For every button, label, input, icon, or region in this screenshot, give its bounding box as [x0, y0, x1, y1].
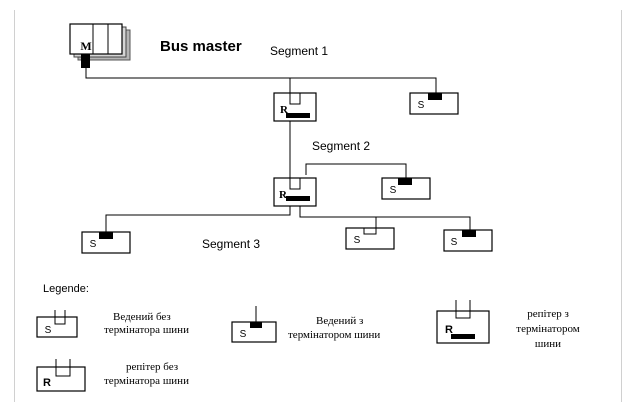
slave-letter: S — [90, 239, 97, 250]
repeater-1: R — [273, 92, 317, 122]
legend-label-3-line2: термінатором — [516, 323, 579, 335]
master-box — [69, 23, 123, 55]
svg-text:S: S — [240, 329, 247, 340]
segment-2-label: Segment 2 — [312, 139, 370, 153]
legend-label-2-line2: термінатором шини — [288, 329, 380, 341]
segment-1-bus — [85, 68, 437, 100]
figure-frame — [14, 10, 622, 402]
repeater-1-terminator — [286, 113, 310, 118]
legend-label-4-line2: термінатора шини — [104, 375, 189, 387]
legend-repeater-no-terminator: R — [36, 359, 86, 392]
legend-label-2-line1: Ведений з — [316, 315, 363, 327]
repeater-2-terminator — [286, 196, 310, 201]
slave-terminator — [398, 178, 412, 185]
master-connector — [81, 54, 90, 68]
master-letter: M — [80, 39, 91, 53]
repeater-2-letter: R — [279, 189, 288, 201]
slave-segment2: S — [381, 177, 431, 200]
repeater-1-letter: R — [280, 104, 289, 116]
legend-label-1-line1: Ведений без — [113, 311, 171, 323]
bus-master-title: Bus master — [160, 38, 242, 55]
legend-repeater-with-terminator: R — [436, 300, 490, 344]
repeater-2: R — [273, 177, 317, 207]
segment-2-bus — [289, 121, 407, 178]
slave-segment3-middle: S — [345, 227, 395, 250]
slave-letter: S — [418, 100, 425, 111]
slave-segment3-left: S — [81, 231, 131, 254]
slave-segment1-right: S — [409, 92, 459, 115]
legend-label-4-line1: репітер без — [126, 361, 178, 373]
segment-3-label: Segment 3 — [202, 237, 260, 251]
svg-text:S: S — [45, 325, 52, 336]
segment-1-label: Segment 1 — [270, 44, 328, 58]
segment-3-bus — [105, 206, 471, 234]
slave-terminator — [462, 230, 476, 237]
legend-label-1-line2: термінатора шини — [104, 324, 189, 336]
bus-master-node: M — [69, 23, 131, 68]
legend-label-3-line3: шини — [535, 338, 561, 350]
svg-text:R: R — [43, 377, 51, 389]
legend-slave-no-terminator: S — [36, 310, 78, 338]
svg-text:R: R — [445, 324, 453, 336]
slave-letter: S — [451, 237, 458, 248]
slave-segment3-right: S — [443, 229, 493, 252]
slave-terminator — [428, 93, 442, 100]
slave-terminator — [99, 232, 113, 239]
legend-slave-with-terminator: S — [231, 306, 277, 343]
slave-letter: S — [354, 235, 361, 246]
slave-letter: S — [390, 185, 397, 196]
legend-label-3-line1: репітер з — [527, 308, 569, 320]
legend-heading: Legende: — [43, 283, 89, 295]
repeater-2-box — [273, 177, 317, 207]
